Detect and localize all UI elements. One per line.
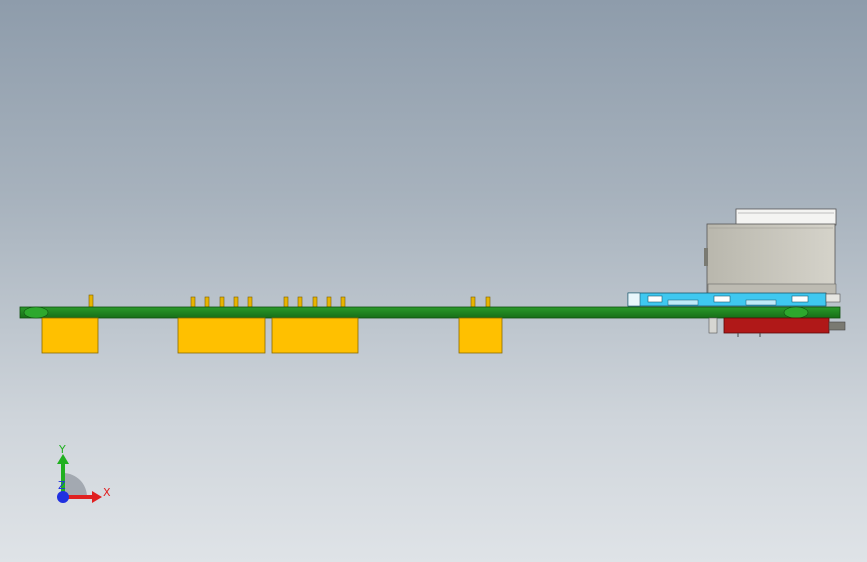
red-housing (723, 317, 830, 334)
pin (247, 296, 253, 308)
red-side-pin (828, 321, 846, 331)
pin (190, 296, 196, 308)
pin (312, 296, 318, 308)
pin (470, 296, 476, 308)
bottom-red-component[interactable] (708, 317, 846, 337)
connector-left[interactable] (41, 317, 99, 354)
module-top-cap (735, 208, 837, 226)
module-chip (791, 295, 809, 303)
pin (88, 294, 94, 308)
pcb-board[interactable] (19, 306, 841, 319)
module-side-tab (704, 248, 708, 266)
header-pins (88, 294, 491, 308)
z-axis-label: Z (58, 479, 66, 492)
pin (340, 296, 346, 308)
mounting-hole (783, 306, 809, 319)
connector-db-2[interactable] (271, 317, 359, 354)
y-axis-label: Y (58, 443, 66, 456)
coordinate-triad: Y X Z (57, 443, 111, 503)
pin (485, 296, 491, 308)
pin (326, 296, 332, 308)
connector-small[interactable] (458, 317, 503, 354)
module-chip (713, 295, 731, 303)
module-chip (647, 295, 663, 303)
x-axis-label: X (103, 486, 111, 499)
pin (233, 296, 239, 308)
pin (297, 296, 303, 308)
pin (204, 296, 210, 308)
pin (283, 296, 289, 308)
rf-module[interactable] (627, 208, 841, 307)
module-gray-housing (706, 223, 836, 295)
bottom-connectors[interactable] (41, 317, 503, 354)
triad-plane-icon (63, 473, 87, 497)
mounting-hole (23, 306, 49, 319)
connector-db-1[interactable] (177, 317, 266, 354)
z-axis-dot-icon (57, 491, 69, 503)
pin (219, 296, 225, 308)
